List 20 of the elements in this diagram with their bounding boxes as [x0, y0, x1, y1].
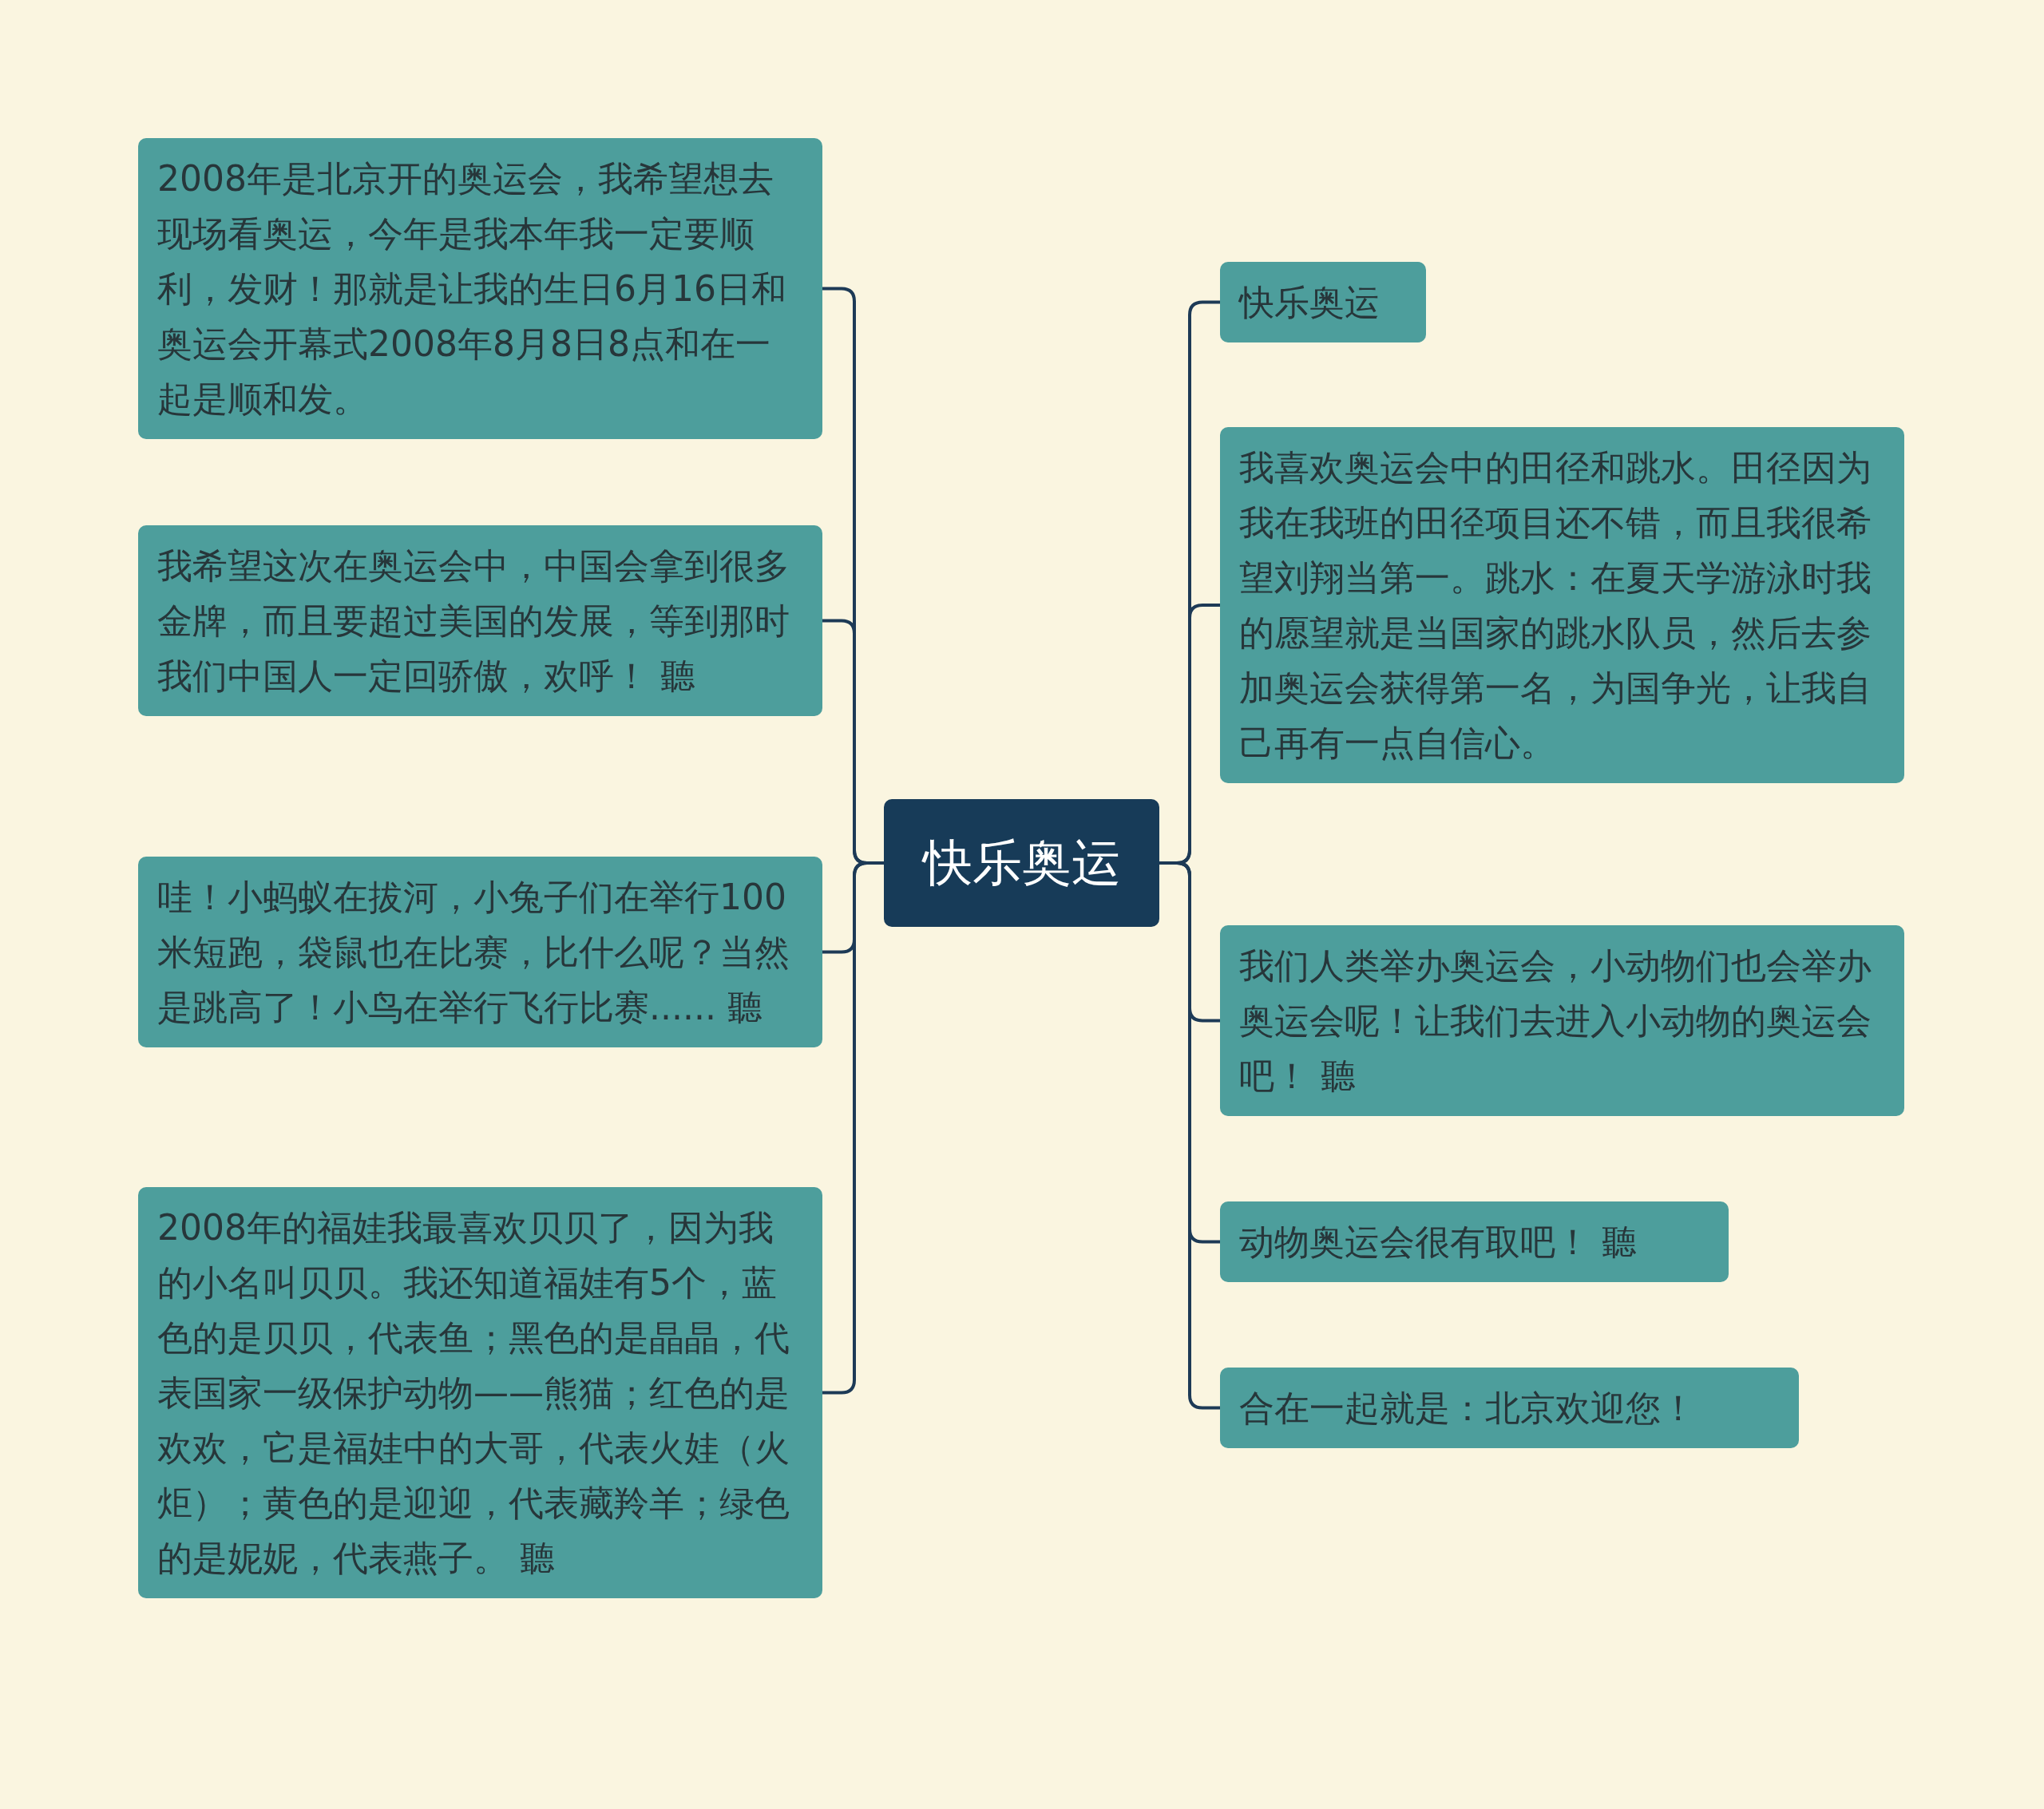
topic-box	[1220, 427, 1904, 783]
topic-text: 合在一起就是：北京欢迎您！	[1239, 1387, 1697, 1430]
topic-box	[1220, 1368, 1799, 1448]
topic-box	[138, 857, 822, 1047]
topic-text: 动物奥运会很有取吧！ 聽	[1239, 1221, 1638, 1264]
topic-box	[138, 525, 822, 716]
topic-text: 2008年的福娃我最喜欢贝贝了，因为我的小名叫贝贝。我还知道福娃有5个，蓝色的是贝贝，代表鱼；黑色的是晶晶，代表国家一级保护动物——熊猫；红色的是欢欢，它是福娃中的大哥，代表火娃（火炬）；黄色的是迎迎，代表藏羚羊；绿色的是妮妮，代表燕子。 聽	[157, 1206, 790, 1580]
topic-box	[1220, 262, 1426, 342]
topic-text: 哇！小蚂蚁在拔河，小兔子们在举行100米短跑，袋鼠也在比赛，比什么呢？当然是跳高了！小鸟在举行飞行比赛...... 聽	[157, 876, 790, 1029]
topic-text: 我们人类举办奥运会，小动物们也会举办奥运会呢！让我们去进入小动物的奥运会吧！ 聽	[1239, 944, 1872, 1098]
topic-text: 我希望这次在奥运会中，中国会拿到很多金牌，而且要超过美国的发展，等到那时我们中国人一定回骄傲，欢呼！ 聽	[157, 544, 790, 698]
topic-text: 我喜欢奥运会中的田径和跳水。田径因为我在我班的田径项目还不错，而且我很希望刘翔当第一。跳水：在夏天学游泳时我的愿望就是当国家的跳水队员，然后去参加奥运会获得第一名，为国争光，让我自己再有一点自信心。	[1239, 446, 1872, 765]
topic-text: 2008年是北京开的奥运会，我希望想去现场看奥运，今年是我本年我一定要顺利，发财！那就是让我的生日6月16日和奥运会开幕式2008年8月8日8点和在一起是顺和发。	[157, 157, 787, 421]
topic-box	[1220, 1201, 1729, 1282]
topic-text: 快乐奥运	[922, 833, 1121, 893]
central-topic-box	[884, 799, 1159, 927]
topic-box	[138, 1187, 822, 1598]
topic-text: 快乐奥运	[1239, 281, 1380, 324]
topic-box	[1220, 925, 1904, 1116]
topic-box	[138, 138, 822, 439]
